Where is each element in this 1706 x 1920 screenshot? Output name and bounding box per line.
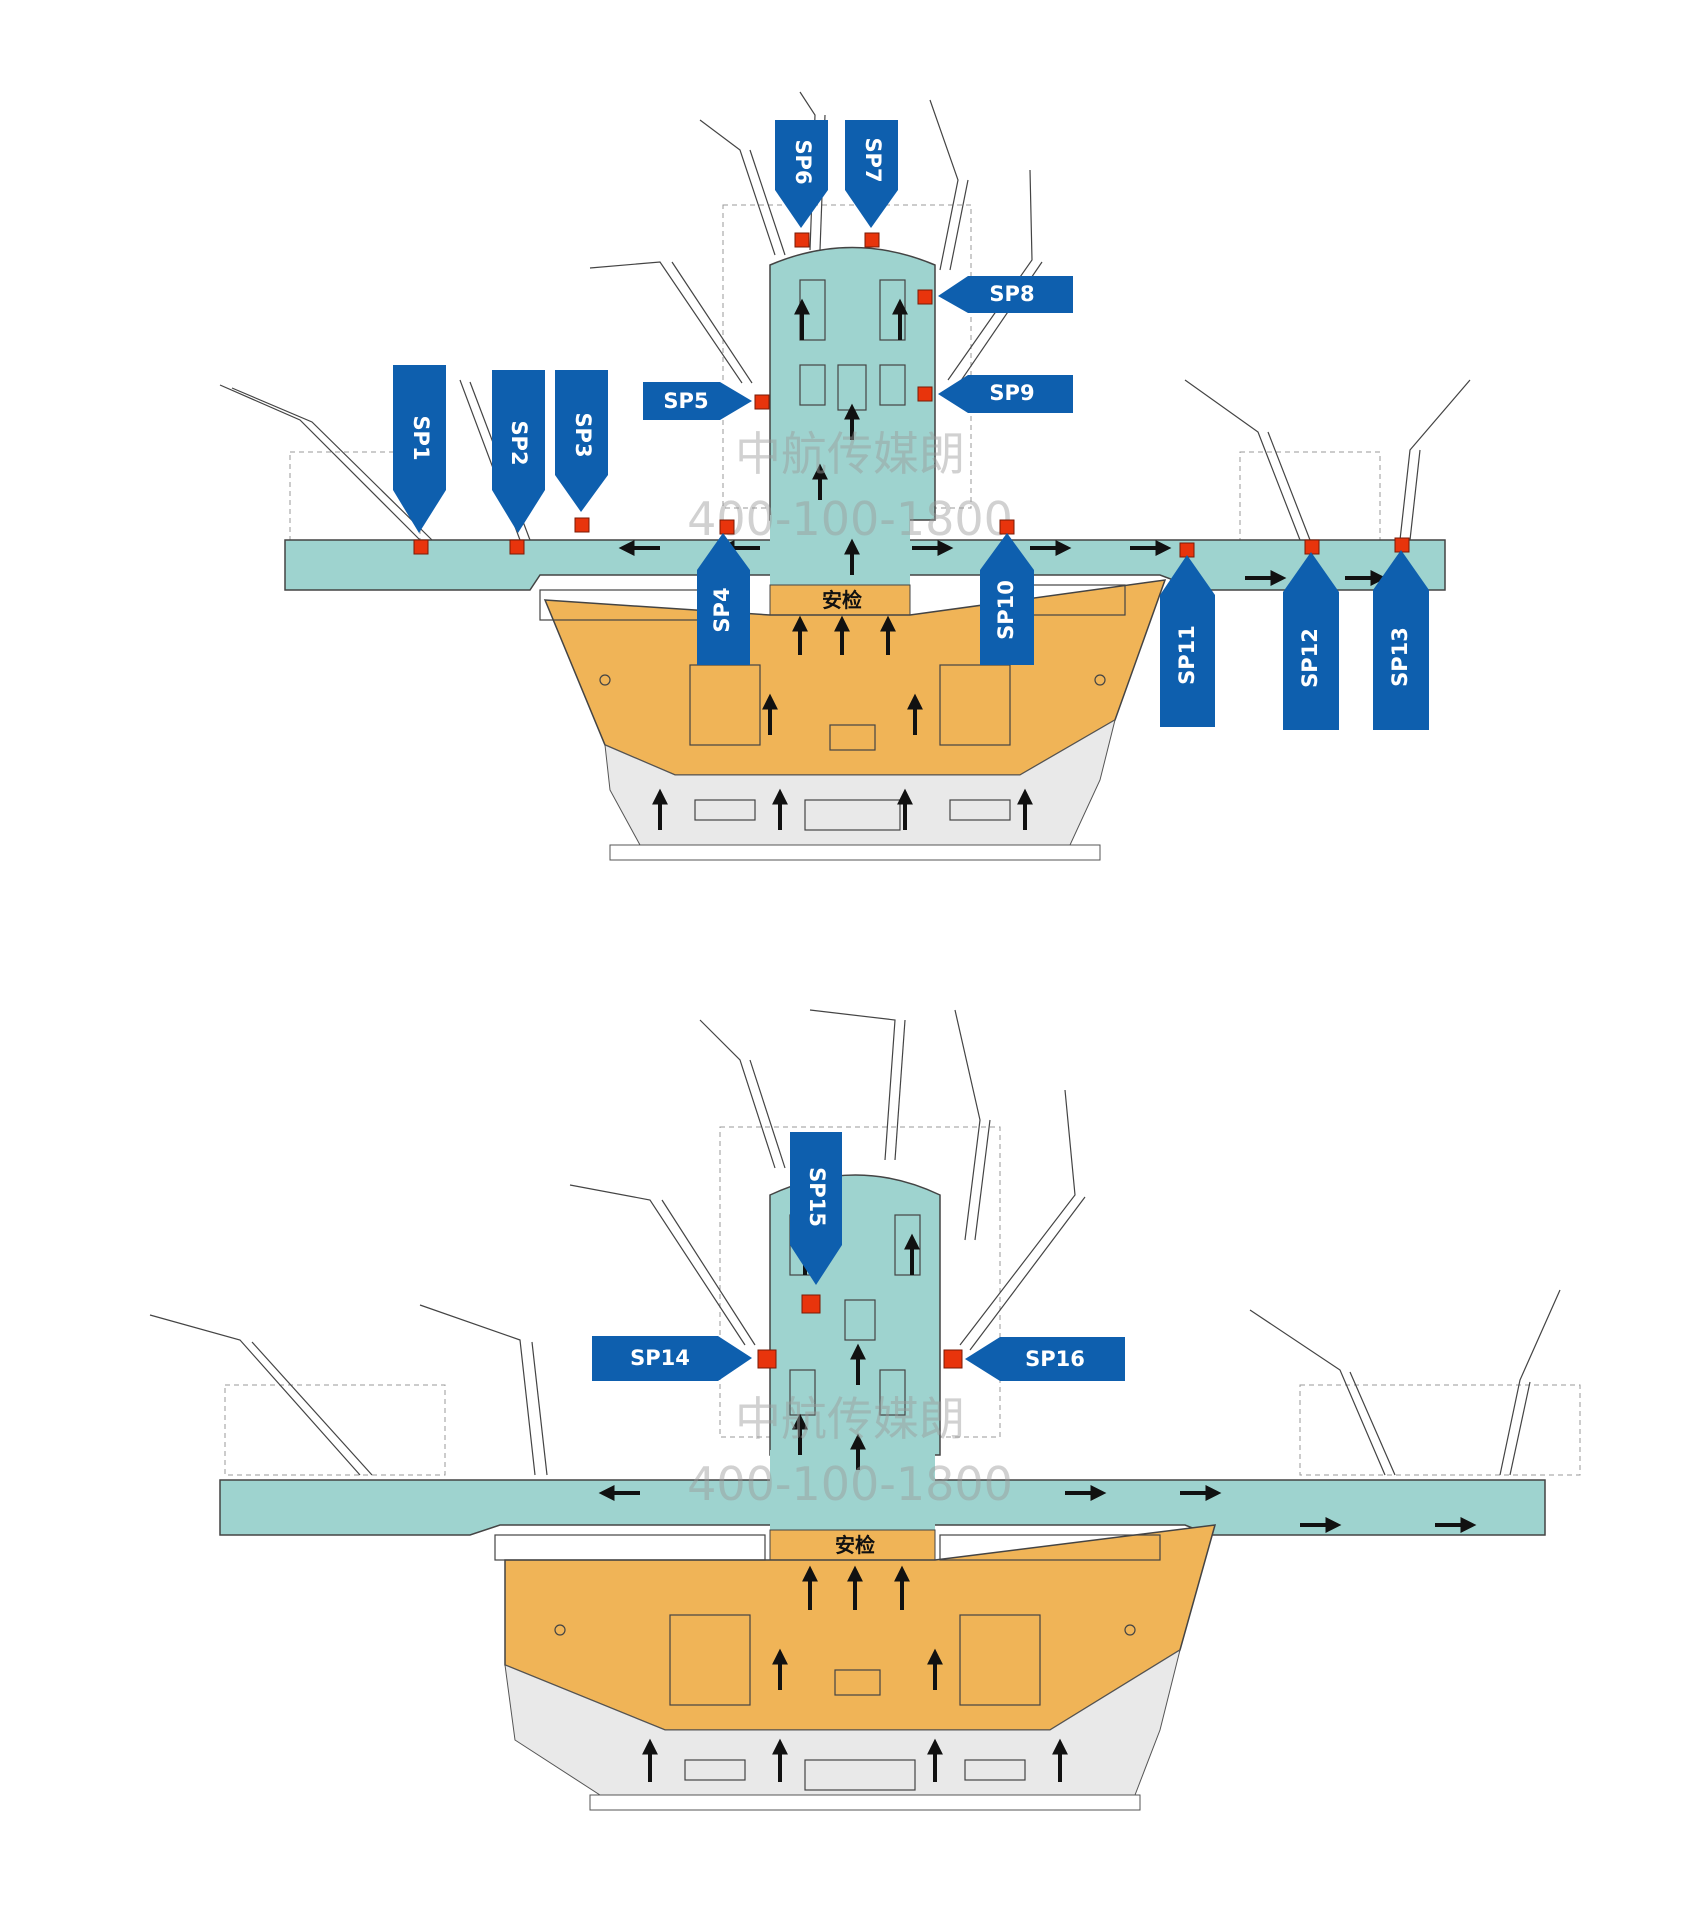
marker-sp12: SP12 xyxy=(1283,552,1339,730)
marker-sp7: SP7 xyxy=(845,120,898,228)
curbside xyxy=(504,1648,1181,1796)
point-sp6 xyxy=(794,232,810,248)
marker-label: SP2 xyxy=(507,420,531,465)
central-corridor xyxy=(770,1450,935,1530)
marker-label: SP16 xyxy=(1025,1347,1085,1371)
point-sp13 xyxy=(1394,537,1410,553)
security-strip xyxy=(769,584,911,618)
point-sp10 xyxy=(999,519,1015,535)
marker-label: SP11 xyxy=(1175,625,1199,685)
point-sp3 xyxy=(574,517,590,533)
security-label: 安检 xyxy=(822,588,862,612)
watermark-line1: 中航传媒朗 xyxy=(735,1392,965,1446)
point-sp15 xyxy=(801,1294,821,1314)
security-label: 安检 xyxy=(835,1533,875,1557)
interior-detail xyxy=(494,1214,1161,1791)
plan-top: 安检 中航传媒朗 400-100-1800 SP1 xyxy=(219,91,1471,861)
marker-sp6: SP6 xyxy=(775,120,828,228)
marker-sp8: SP8 xyxy=(938,276,1073,313)
spot-markers-top: SP1 SP2 SP3 SP4 SP5 SP6 xyxy=(393,120,1429,730)
marker-sp14: SP14 xyxy=(592,1336,752,1381)
marker-sp3: SP3 xyxy=(555,370,608,512)
marker-label: SP9 xyxy=(989,381,1034,405)
flow-arrows xyxy=(598,1233,1477,1782)
spot-points-bottom xyxy=(757,1294,963,1369)
marker-label: SP10 xyxy=(994,580,1018,640)
dashed-outline xyxy=(224,1384,446,1476)
watermark-line2: 400-100-1800 xyxy=(687,1457,1013,1511)
marker-sp4: SP4 xyxy=(697,533,750,665)
spot-markers-bottom: SP14 SP15 SP16 xyxy=(592,1132,1125,1381)
point-sp8 xyxy=(917,289,933,305)
marker-label: SP3 xyxy=(571,412,595,457)
marker-label: SP12 xyxy=(1298,628,1322,688)
marker-sp9: SP9 xyxy=(938,375,1073,413)
point-sp9 xyxy=(917,386,933,402)
watermark-line2: 400-100-1800 xyxy=(687,492,1013,546)
marker-label: SP4 xyxy=(710,587,734,632)
marker-label: SP8 xyxy=(989,282,1034,306)
point-sp11 xyxy=(1179,542,1195,558)
marker-label: SP6 xyxy=(791,139,815,184)
marker-label: SP13 xyxy=(1388,627,1412,687)
dashed-outline xyxy=(1239,451,1381,543)
watermark: 中航传媒朗 400-100-1800 xyxy=(687,1392,1013,1511)
road-edge xyxy=(609,844,1101,861)
plan-bottom: 安检 中航传媒朗 400-100-1800 SP14 SP15 SP16 xyxy=(149,1009,1581,1811)
marker-sp11: SP11 xyxy=(1160,555,1215,727)
point-sp14 xyxy=(757,1349,777,1369)
central-corridor xyxy=(770,515,910,585)
marker-label: SP14 xyxy=(630,1346,690,1370)
curbside xyxy=(604,718,1116,846)
marker-sp5: SP5 xyxy=(643,382,752,420)
marker-label: SP5 xyxy=(663,389,708,413)
marker-label: SP1 xyxy=(409,415,433,460)
point-sp2 xyxy=(509,539,525,555)
marker-label: SP15 xyxy=(805,1167,829,1227)
jet-bridges xyxy=(149,1009,1561,1476)
marker-sp10: SP10 xyxy=(980,533,1034,665)
spot-points-top xyxy=(413,232,1410,558)
marker-label: SP7 xyxy=(861,137,885,182)
marker-sp16: SP16 xyxy=(965,1337,1125,1381)
marker-sp13: SP13 xyxy=(1373,550,1429,730)
point-sp5 xyxy=(754,394,770,410)
point-sp16 xyxy=(943,1349,963,1369)
point-sp1 xyxy=(413,539,429,555)
watermark: 中航传媒朗 400-100-1800 xyxy=(687,427,1013,546)
marker-sp1: SP1 xyxy=(393,365,446,533)
marker-sp2: SP2 xyxy=(492,370,545,533)
dashed-outline xyxy=(1299,1384,1581,1476)
point-sp7 xyxy=(864,232,880,248)
watermark-line1: 中航传媒朗 xyxy=(735,427,965,481)
road-edge xyxy=(589,1794,1141,1811)
pier-area xyxy=(769,246,936,521)
marker-sp15: SP15 xyxy=(790,1132,842,1285)
flow-arrows xyxy=(618,298,1387,830)
point-sp4 xyxy=(719,519,735,535)
point-sp12 xyxy=(1304,539,1320,555)
